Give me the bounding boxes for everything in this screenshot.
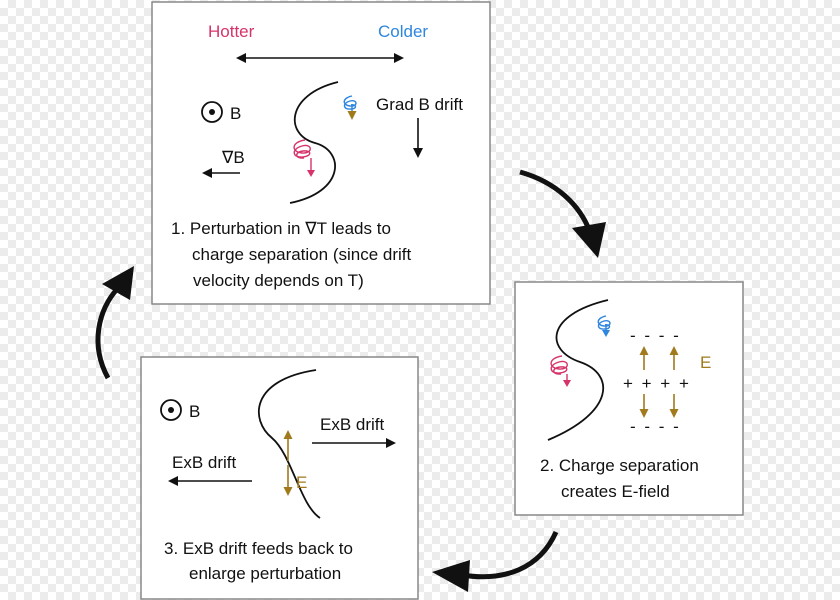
b-field-dot-icon <box>168 407 174 413</box>
hot-gyro-orbit-icon <box>293 139 311 159</box>
hot-drift-arrow-head <box>307 170 315 177</box>
b-field-label: B <box>230 104 241 123</box>
e-field-label: E <box>700 353 711 372</box>
cycle-arrow-3-to-1 <box>95 286 120 380</box>
b-field-out-of-page-icon <box>160 399 182 421</box>
panel-3-caption-line-2: enlarge perturbation <box>189 564 341 583</box>
panel-3-frame <box>140 356 419 600</box>
panel-1: Hotter Colder B ∇B Grad B drift 1. Pertu… <box>151 1 491 305</box>
exb-drift-right-label: ExB drift <box>320 415 385 434</box>
cycle-arrow-1-to-2 <box>519 169 593 233</box>
panel-2-caption-line-2: creates E-field <box>561 482 670 501</box>
positive-charges: + + + + <box>623 374 691 393</box>
panel-2-caption-line-1: 2. Charge separation <box>540 456 699 475</box>
negative-charges-top: - - - - <box>630 326 681 345</box>
e-field-label: E <box>296 473 307 492</box>
perturbation-wave <box>289 81 339 204</box>
panel-1-caption-line-2: charge separation (since drift <box>192 245 412 264</box>
b-field-dot-icon <box>209 109 215 115</box>
exb-drift-left-label: ExB drift <box>172 453 237 472</box>
panel-1-caption-line-3: velocity depends on T) <box>193 271 364 290</box>
panel-2: - - - - + + + + - - - - E 2. Charge sepa… <box>514 281 744 516</box>
b-field-label: B <box>189 402 200 421</box>
panel-3-caption-line-1: 3. ExB drift feeds back to <box>164 539 353 558</box>
grad-b-drift-label: Grad B drift <box>376 95 463 114</box>
colder-label: Colder <box>378 22 428 41</box>
panel-2-frame <box>514 281 744 516</box>
hot-gyro-orbit-icon <box>550 355 568 375</box>
cycle-arrow-3-to-1-head <box>102 266 134 300</box>
cold-drift-arrow-head <box>602 330 610 337</box>
cycle-arrow-2-to-3 <box>461 530 559 580</box>
cold-gyro-orbit-icon <box>597 315 611 330</box>
grad-b-label: ∇B <box>221 148 245 167</box>
perturbation-wave <box>547 299 609 441</box>
hot-drift-arrow-head <box>563 380 571 387</box>
b-field-out-of-page-icon <box>201 101 223 123</box>
panel-3: B E ExB drift ExB drift 3. ExB drift fee… <box>140 356 419 600</box>
panel-1-caption-line-1: 1. Perturbation in ∇T leads to <box>171 219 391 238</box>
negative-charges-bottom: - - - - <box>630 417 681 436</box>
cycle-arrows <box>95 169 606 592</box>
panel-1-frame <box>151 1 491 305</box>
cycle-arrow-2-to-3-head <box>432 560 470 592</box>
hotter-label: Hotter <box>208 22 255 41</box>
perturbation-wave <box>258 369 321 519</box>
cycle-arrow-1-to-2-head <box>572 222 606 258</box>
cold-gyro-orbit-icon <box>343 95 357 110</box>
